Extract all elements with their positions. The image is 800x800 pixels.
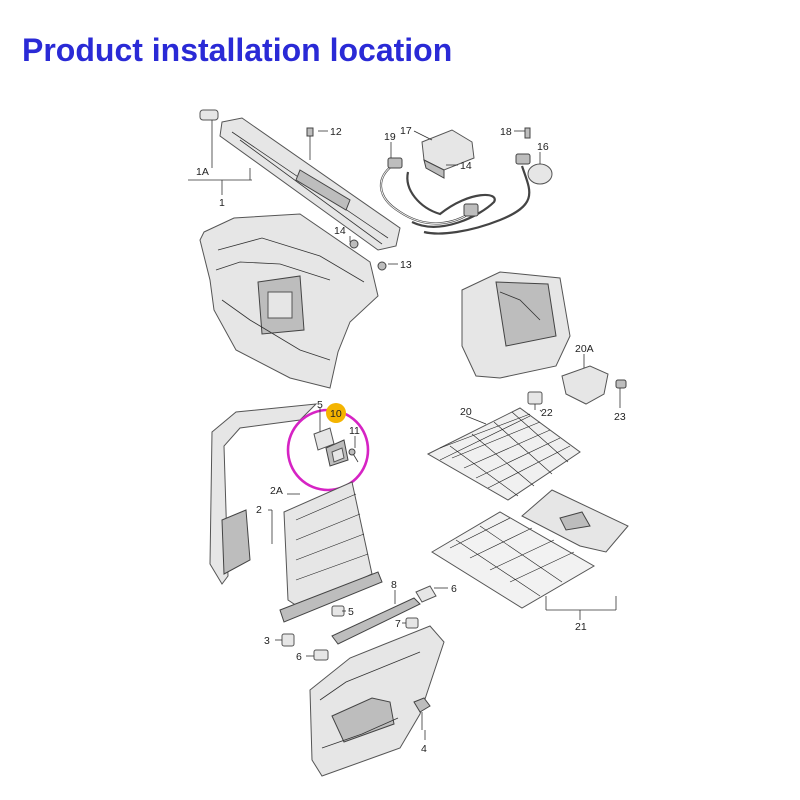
callout-10: 10	[330, 408, 342, 420]
callout-12: 12	[330, 126, 342, 138]
callout-5-lower: 5	[348, 606, 354, 618]
hatchback-car-rear	[461, 271, 571, 379]
callout-17: 17	[400, 125, 412, 137]
door-screw	[413, 697, 431, 730]
leader-lines	[188, 120, 621, 740]
fixing-screws-upper	[306, 127, 387, 271]
callout-2a: 2A	[270, 485, 283, 497]
wiring-harness	[379, 157, 531, 235]
callout-1a: 1A	[196, 166, 209, 178]
end-cap-1a	[199, 109, 219, 121]
rear-door-frame	[209, 403, 318, 585]
callout-2: 2	[256, 504, 262, 516]
callout-7: 7	[395, 618, 401, 630]
callout-1: 1	[219, 197, 225, 209]
end-caps-lower	[281, 633, 329, 661]
callout-18: 18	[500, 126, 512, 138]
callout-20a: 20A	[575, 343, 594, 355]
callout-19: 19	[384, 131, 396, 143]
luggage-net	[426, 407, 581, 501]
callout-11: 11	[349, 425, 360, 437]
rear-parcel-panel	[199, 213, 379, 389]
callout-13: 13	[400, 259, 412, 271]
parcel-shelf-trim-strip	[199, 109, 401, 251]
door-trim-panel	[309, 625, 445, 777]
callout-8: 8	[391, 579, 397, 591]
callout-16: 16	[537, 141, 549, 153]
callout-3: 3	[264, 635, 270, 647]
control-module	[421, 129, 475, 179]
trunk-floor-mat	[521, 489, 629, 553]
callout-20: 20	[460, 406, 472, 418]
callout-23: 23	[614, 411, 626, 423]
callout-4: 4	[421, 743, 427, 755]
window-sunblind	[279, 481, 383, 623]
luggage-hook-assembly	[527, 365, 627, 410]
sunblind-guide-rail	[331, 585, 437, 645]
callout-14-lower: 14	[334, 225, 346, 237]
callout-22: 22	[541, 407, 553, 419]
callout-5-upper: 5	[317, 399, 323, 411]
callout-6-upper: 6	[451, 583, 457, 595]
motor-connector	[515, 127, 553, 185]
callout-14-upper: 14	[460, 160, 472, 172]
callout-6-lower: 6	[296, 651, 302, 663]
callout-21: 21	[575, 621, 587, 633]
bracket-part-10	[313, 427, 359, 467]
page-title: Product installation location	[22, 32, 453, 68]
highlight-badge	[326, 403, 346, 423]
floor-net-frame	[431, 511, 595, 609]
